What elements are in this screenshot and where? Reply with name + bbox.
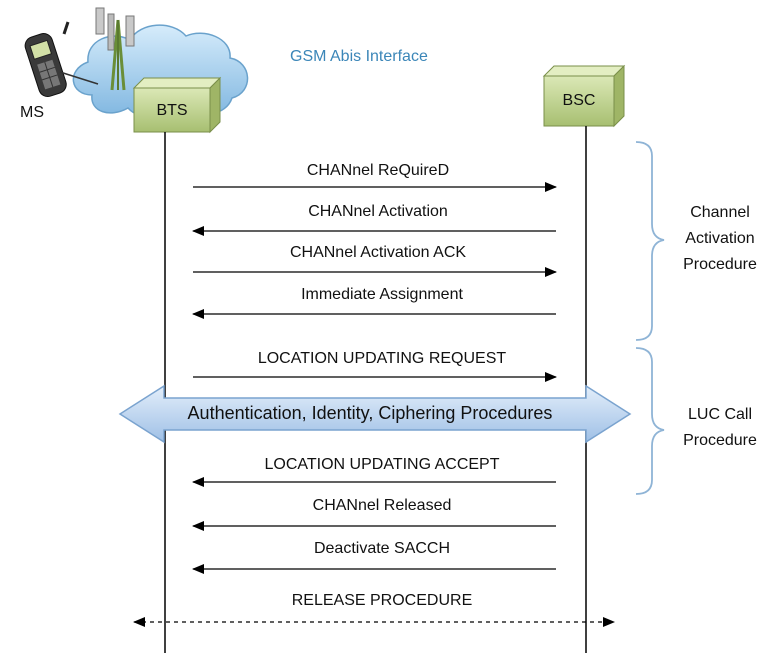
brace-line: Channel bbox=[690, 204, 750, 221]
msg-label: RELEASE PROCEDURE bbox=[291, 592, 473, 609]
bsc-label: BSC bbox=[562, 92, 596, 109]
msg-label: Immediate Assignment bbox=[301, 286, 463, 303]
authentication-arrow-label: Authentication, Identity, Ciphering Proc… bbox=[187, 403, 553, 423]
brace-line: Procedure bbox=[683, 256, 757, 273]
diagram-title: GSM Abis Interface bbox=[290, 48, 428, 65]
msg-label: CHANnel Activation ACK bbox=[289, 244, 467, 261]
brace-channel-activation bbox=[635, 141, 665, 341]
brace-line: LUC Call bbox=[687, 406, 753, 423]
luc-call-label: LUC Call Procedure bbox=[683, 402, 757, 454]
msg-label: LOCATION UPDATING ACCEPT bbox=[264, 456, 500, 473]
msg-label: LOCATION UPDATING REQUEST bbox=[257, 350, 507, 367]
msg-label: CHANnel ReQuireD bbox=[306, 162, 450, 179]
bts-box bbox=[132, 76, 222, 134]
channel-activation-label: Channel Activation Procedure bbox=[683, 200, 757, 278]
msg-label: CHANnel Activation bbox=[308, 203, 448, 220]
ms-label: MS bbox=[20, 104, 44, 121]
mobile-phone-icon bbox=[24, 21, 99, 98]
msg-label: Deactivate SACCH bbox=[313, 540, 451, 557]
brace-line: Activation bbox=[685, 230, 755, 247]
brace-luc-call bbox=[635, 347, 665, 495]
authentication-double-arrow bbox=[118, 384, 632, 444]
brace-line: Procedure bbox=[683, 432, 757, 449]
antenna-tower-icon bbox=[95, 7, 135, 91]
msg-label: CHANnel Released bbox=[312, 497, 452, 514]
bsc-box bbox=[542, 64, 626, 128]
bts-label: BTS bbox=[156, 102, 188, 119]
